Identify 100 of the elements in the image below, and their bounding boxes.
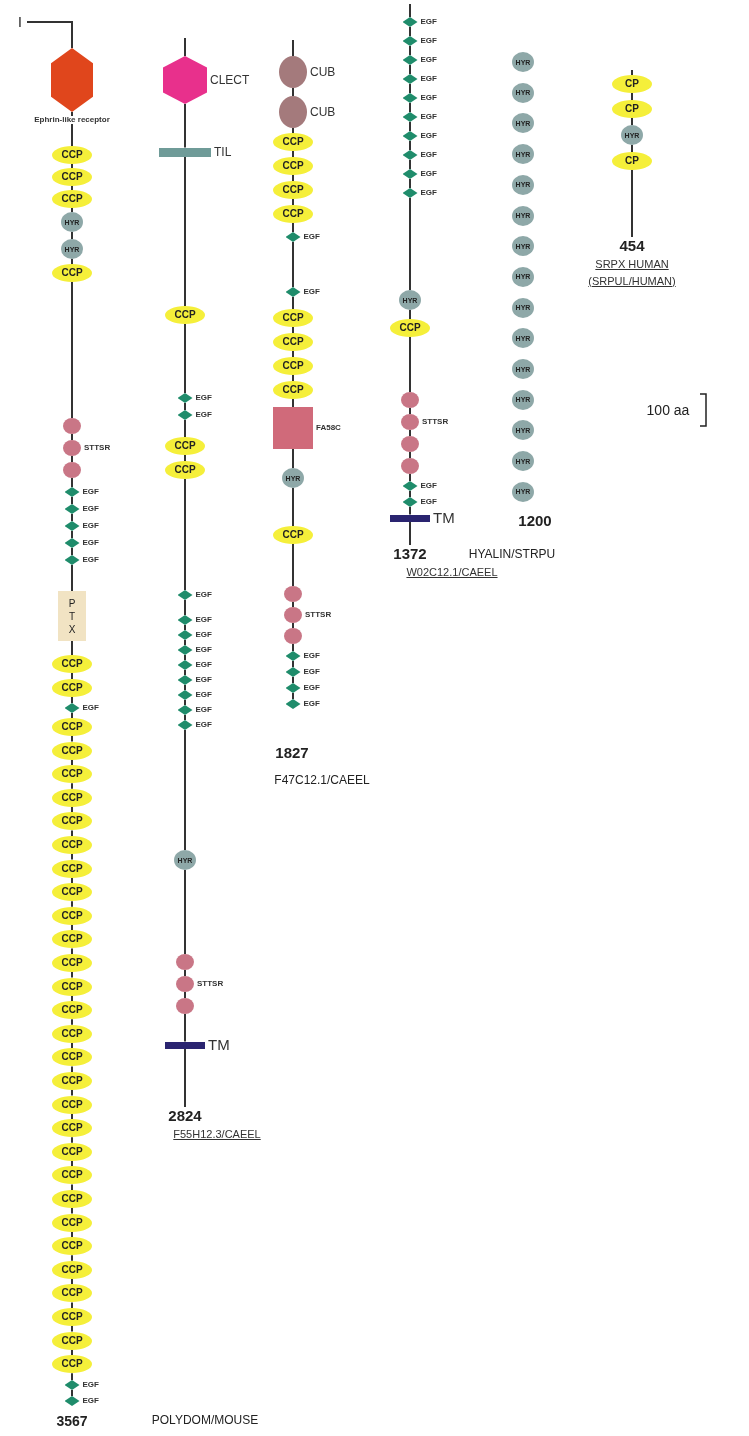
chain-line (71, 712, 73, 719)
chain-line (184, 669, 186, 676)
domain-label: EGF (82, 522, 99, 530)
domain-label: STTSR (422, 418, 449, 426)
terminus-label: I (15, 14, 25, 30)
chain-line (71, 640, 73, 656)
chain-line (184, 1013, 186, 1043)
domain-oval: CCP (52, 1355, 92, 1374)
domain-oval: CCP (273, 181, 313, 199)
domain-label: EGF (82, 505, 99, 513)
domain-oval: CCP (273, 333, 313, 351)
domain-label: EGF (420, 482, 437, 490)
domain-oval: CCP (52, 741, 92, 760)
chain-line (409, 407, 411, 415)
chain-line (184, 419, 186, 438)
domain-circle (279, 96, 307, 128)
chain-line (71, 1089, 73, 1097)
domain-label: EGF (420, 37, 437, 45)
chain-line (184, 478, 186, 591)
chain-line (184, 103, 186, 149)
length-label: 1372 (388, 545, 432, 561)
domain-circle (63, 462, 81, 478)
chain-line (184, 639, 186, 646)
domain-label: EGF (420, 113, 437, 121)
domain-label: EGF (303, 668, 320, 676)
chain-line (71, 1159, 73, 1168)
chain-line (292, 350, 294, 358)
domain-label: CLECT (210, 74, 250, 86)
domain-circle (279, 56, 307, 88)
domain-oval: CCP (52, 954, 92, 972)
chain-line (184, 155, 186, 307)
length-label: 454 (610, 237, 654, 253)
domain-circle (284, 586, 302, 602)
domain-oval: CCP (52, 977, 92, 996)
domain-label: EGF (195, 646, 212, 654)
chain-line (71, 923, 73, 932)
domain-label: EGF (195, 706, 212, 714)
domain-label: EGF (420, 151, 437, 159)
chain-line (631, 69, 633, 76)
domain-oval: CCP (52, 1166, 92, 1185)
domain-label: STTSR (197, 980, 224, 988)
chain-line (292, 174, 294, 182)
protein-name: F47C12.1/CAEEL (274, 774, 370, 786)
chain-line (292, 127, 294, 134)
chain-line (292, 326, 294, 334)
domain-oval: CCP (165, 461, 205, 479)
chain-line (409, 520, 411, 546)
chain-line (184, 991, 186, 999)
domain-oval: CCP (52, 264, 92, 282)
protein-name: SRPX HUMAN (595, 259, 669, 270)
domain-oval: CCP (52, 1213, 92, 1232)
chain-line (292, 622, 294, 629)
domain-circle (63, 440, 81, 456)
domain-oval: CCP (52, 190, 92, 208)
chain-line (71, 971, 73, 979)
chain-line (71, 876, 73, 885)
domain-oval: CCP (52, 1237, 92, 1256)
domain-oval: CCP (52, 788, 92, 807)
domain-oval: CCP (52, 1024, 92, 1043)
chain-line (184, 869, 186, 955)
protein-name: (SRPUL/HUMAN) (588, 276, 676, 287)
chain-line (409, 121, 411, 132)
chain-line (71, 111, 73, 147)
chain-line (184, 454, 186, 462)
domain-oval: CP (612, 75, 652, 93)
protein-name: HYALIN/STRPU (468, 548, 556, 560)
domain-label: EGF (195, 676, 212, 684)
domain-label: EGF (82, 704, 99, 712)
chain-line (71, 1018, 73, 1026)
protein-name: POLYDOM/MOUSE (151, 1414, 259, 1426)
chain-line (184, 714, 186, 721)
domain-label: EGF (420, 18, 437, 26)
chain-line (184, 37, 186, 57)
chain-line (292, 487, 294, 527)
domain-label: EGF (195, 691, 212, 699)
chain-line (71, 231, 73, 240)
chain-line (292, 296, 294, 310)
domain-circle (284, 607, 302, 623)
chain-line (71, 829, 73, 837)
chain-line (292, 87, 294, 97)
domain-label: EGF (303, 233, 320, 241)
chain-line (292, 643, 294, 652)
chain-line (631, 169, 633, 238)
chain-line (71, 1136, 73, 1144)
domain-circle (401, 392, 419, 408)
domain-oval: CCP (52, 1308, 92, 1326)
domain-oval: CCP (52, 1142, 92, 1161)
domain-label: EGF (195, 394, 212, 402)
chain-line (184, 699, 186, 706)
length-label: 1827 (275, 745, 309, 760)
chain-line (184, 323, 186, 394)
domain-oval: CCP (52, 1048, 92, 1067)
domain-oval: CCP (52, 836, 92, 854)
domain-oval: CCP (52, 1072, 92, 1090)
chain-line (292, 398, 294, 408)
chain-line (71, 853, 73, 861)
chain-line (71, 1183, 73, 1191)
domain-oval: CCP (52, 812, 92, 831)
domain-label: EGF (195, 721, 212, 729)
chain-line (631, 117, 633, 126)
